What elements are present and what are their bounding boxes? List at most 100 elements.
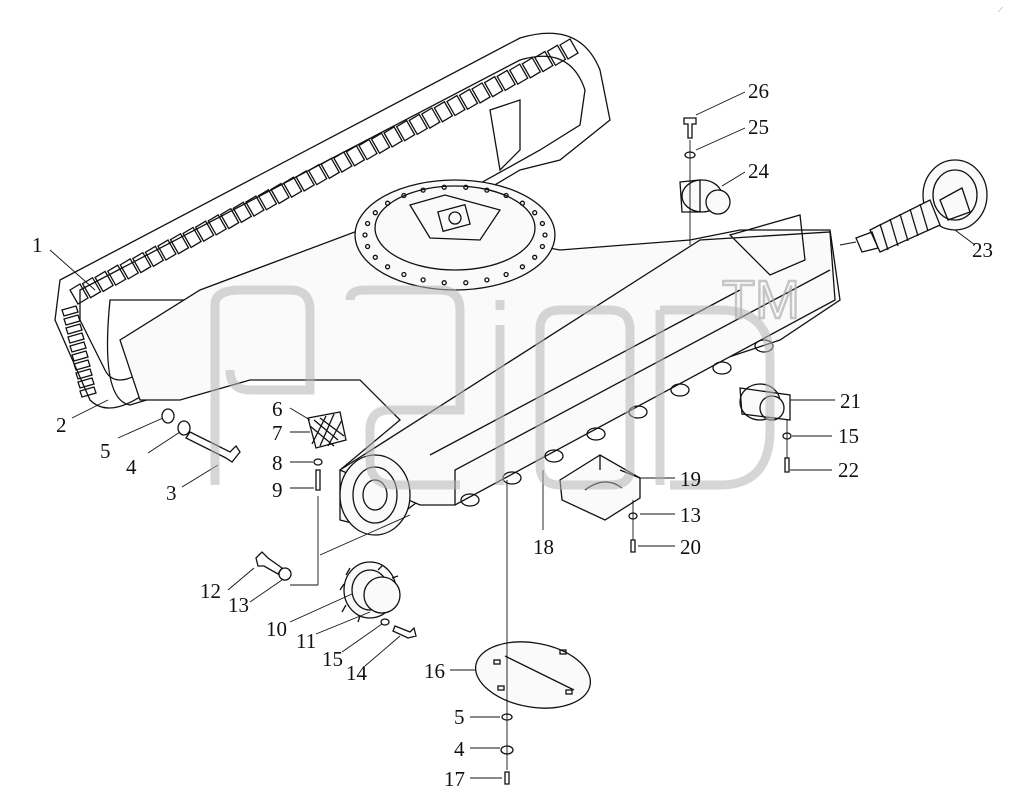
track-shoe bbox=[483, 75, 504, 98]
track-shoe bbox=[207, 213, 228, 236]
part-23-idler-assembly bbox=[855, 159, 988, 253]
track-shoe bbox=[521, 56, 542, 79]
bearing-bolt-hole bbox=[484, 277, 490, 283]
track-shoe bbox=[65, 323, 83, 335]
track-shoe bbox=[144, 245, 165, 268]
callout-7: 7 bbox=[272, 421, 283, 445]
callout-17: 17 bbox=[444, 767, 465, 791]
bearing-bolt-circle bbox=[362, 184, 548, 286]
track-shoe bbox=[169, 232, 190, 255]
track-shoe bbox=[307, 163, 328, 186]
callout-13: 13 bbox=[228, 593, 249, 617]
watermark-logo: TM bbox=[210, 269, 801, 490]
track-shoe bbox=[446, 94, 466, 117]
track-shoe bbox=[219, 207, 240, 230]
callout-24: 24 bbox=[748, 159, 770, 183]
callout-12: 12 bbox=[200, 579, 221, 603]
track-shoe bbox=[270, 182, 290, 205]
callout-11: 11 bbox=[296, 629, 316, 653]
track-shoe bbox=[73, 359, 91, 371]
track-shoe bbox=[345, 144, 366, 167]
track-shoe bbox=[546, 44, 567, 67]
frame-roller bbox=[586, 427, 606, 441]
track-shoe bbox=[61, 305, 79, 317]
bearing-bolt-hole bbox=[519, 264, 526, 270]
bearing-bolt-hole bbox=[441, 280, 447, 286]
bearing-bolt-hole bbox=[503, 271, 509, 278]
track-shoe bbox=[420, 107, 441, 130]
callout-13-lower: 13 bbox=[680, 503, 701, 527]
bearing-bolt-hole bbox=[420, 277, 426, 283]
bearing-bolt-hole bbox=[484, 187, 490, 193]
part-12-bolt bbox=[255, 551, 283, 575]
callout-25: 25 bbox=[748, 115, 769, 139]
track-shoe bbox=[182, 226, 202, 249]
callout-21: 21 bbox=[840, 389, 861, 413]
track-shoe bbox=[408, 113, 429, 136]
callout-5: 5 bbox=[100, 439, 111, 463]
track-shoe bbox=[282, 176, 303, 199]
callout-5-lower: 5 bbox=[454, 705, 465, 729]
part-8-washer bbox=[313, 458, 323, 466]
bearing-bolt-hole bbox=[384, 264, 391, 270]
part-5-washer bbox=[161, 408, 175, 424]
callout-6: 6 bbox=[272, 397, 283, 421]
track-shoe bbox=[508, 63, 529, 86]
callout-14: 14 bbox=[346, 661, 368, 685]
part-16-cover-plate bbox=[474, 641, 592, 709]
track-shoe bbox=[370, 132, 391, 155]
track-shoe bbox=[471, 82, 491, 104]
callout-4-lower: 4 bbox=[454, 737, 465, 761]
part-9-bolt bbox=[315, 469, 321, 491]
track-shoe bbox=[79, 386, 97, 398]
part-15-washer bbox=[380, 618, 390, 626]
callout-22: 22 bbox=[838, 458, 859, 482]
bearing-bolt-hole bbox=[539, 220, 546, 227]
frame-roller bbox=[670, 383, 690, 397]
part-20-bolt bbox=[630, 539, 636, 553]
track-shoe bbox=[232, 201, 253, 224]
bearing-bolt-hole bbox=[372, 254, 378, 260]
bearing-bolt-hole bbox=[364, 220, 371, 227]
bearing-bolt-hole bbox=[503, 192, 509, 199]
callout-2: 2 bbox=[56, 413, 67, 437]
drive-end-housing bbox=[339, 454, 411, 536]
track-shoe bbox=[320, 157, 341, 180]
bearing-bolt-hole bbox=[463, 184, 469, 190]
callout-23: 23 bbox=[972, 238, 993, 262]
track-shoe bbox=[358, 138, 378, 161]
track-shoe bbox=[119, 257, 140, 280]
bearing-bolt-hole bbox=[362, 232, 368, 238]
callout-15: 15 bbox=[322, 647, 343, 671]
bearing-bolt-hole bbox=[372, 210, 378, 216]
bearing-bolt-hole bbox=[401, 271, 407, 278]
track-shoe bbox=[533, 50, 554, 73]
part-26-bolt bbox=[683, 117, 697, 139]
callout-16: 16 bbox=[424, 659, 445, 683]
watermark-trademark: TM bbox=[722, 270, 800, 330]
track-shoe bbox=[458, 88, 479, 111]
track-chain bbox=[54, 32, 611, 409]
part-24-carrier-roller bbox=[679, 179, 731, 215]
callout-19: 19 bbox=[680, 467, 701, 491]
frame-roller bbox=[544, 449, 564, 463]
part-3-bolt bbox=[185, 431, 241, 463]
track-shoe bbox=[77, 377, 95, 389]
track-shoe bbox=[245, 195, 265, 217]
callout-20: 20 bbox=[680, 535, 701, 559]
callout-9: 9 bbox=[272, 478, 283, 502]
track-frame bbox=[338, 214, 836, 507]
part-17-bolt bbox=[504, 771, 510, 785]
part-13-washer bbox=[278, 567, 292, 581]
bearing-bolt-hole bbox=[420, 187, 426, 193]
callout-8: 8 bbox=[272, 451, 283, 475]
callout-3: 3 bbox=[166, 481, 177, 505]
track-shoe bbox=[257, 188, 278, 211]
callout-26: 26 bbox=[748, 79, 769, 103]
track-shoe bbox=[496, 69, 517, 92]
track-shoe bbox=[81, 276, 102, 299]
part-4-washer bbox=[177, 420, 191, 436]
callout-labels: 1 2 3 4 5 6 7 8 9 10 11 12 13 15 14 16 5… bbox=[32, 79, 993, 791]
